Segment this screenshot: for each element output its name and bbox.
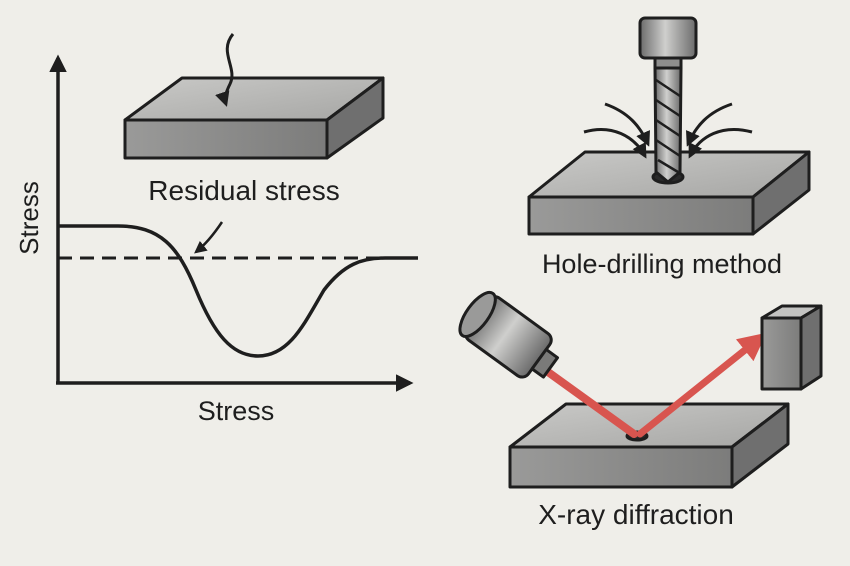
stress-graph: Stress Stress — [14, 54, 418, 426]
x-axis-label: Stress — [198, 396, 275, 426]
drill-bit-icon — [638, 16, 698, 184]
curved-arrow-icon — [215, 33, 235, 107]
residual-stress-caption: Residual stress — [148, 175, 339, 206]
chip-flow-arrows — [583, 102, 753, 159]
hole-drilling-caption: Hole-drilling method — [542, 249, 782, 279]
xray-block — [508, 402, 790, 489]
residual-stress-block — [123, 76, 385, 160]
stress-curve — [58, 224, 418, 358]
xray-source-icon — [458, 290, 560, 379]
detector-icon — [760, 304, 823, 391]
y-axis-label: Stress — [14, 181, 44, 255]
pointer-arrow-icon — [194, 221, 224, 254]
xray-caption: X-ray diffraction — [538, 499, 734, 530]
xray-beams — [544, 332, 767, 438]
